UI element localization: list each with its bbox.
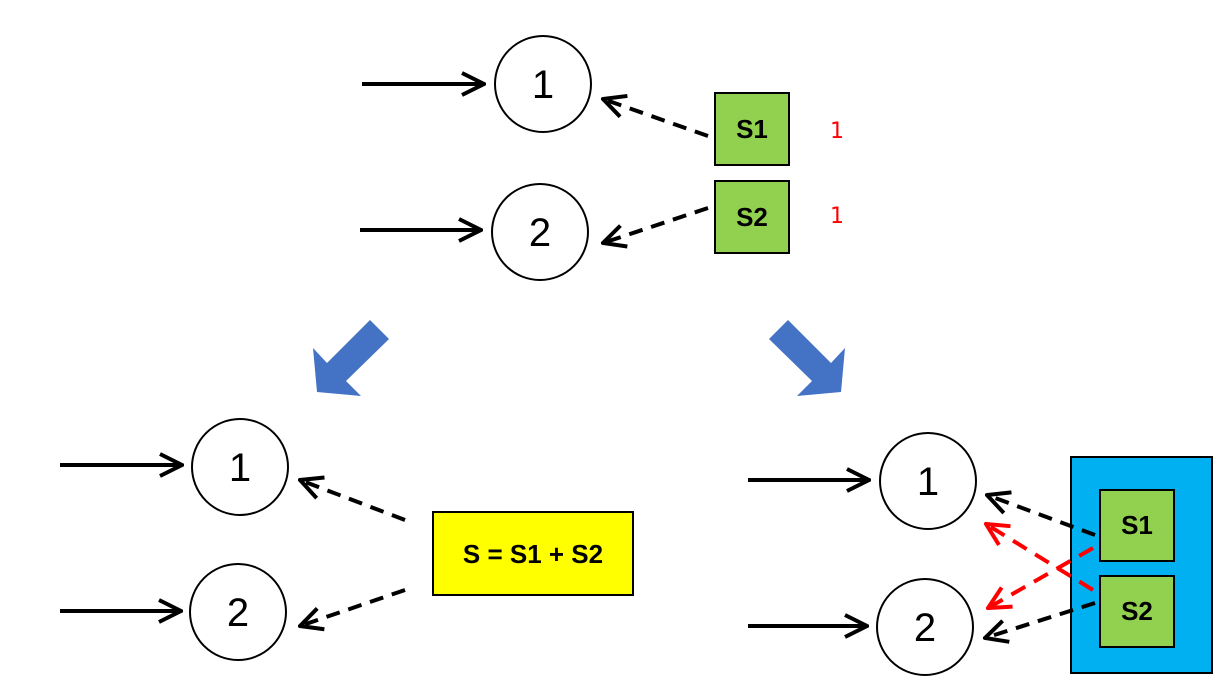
combined-link-node-1 — [300, 480, 406, 522]
node-2-right — [876, 578, 974, 676]
combined-link-node-2 — [300, 588, 406, 626]
node-1-top — [494, 35, 592, 133]
source-s2-box-top — [714, 180, 790, 254]
node-1-right-label: 1 — [917, 460, 939, 504]
source-s1-box-top — [714, 92, 790, 166]
s2-count: 1 — [830, 204, 844, 229]
bottom-left-group: 1 2 S = S1 + S2 — [60, 418, 634, 661]
node-2-top-label: 2 — [529, 211, 551, 255]
bottom-right-group: 1 2 S1 S2 — [748, 432, 1213, 676]
source-s2-link-top — [603, 206, 709, 243]
node-1-left-label: 1 — [229, 446, 251, 490]
combined-source-box — [432, 511, 634, 596]
flow-arrow-right — [769, 320, 845, 396]
source-s1-box-right — [1099, 489, 1175, 562]
node-1-right — [879, 432, 977, 530]
node-2-top — [491, 183, 589, 281]
node-2-left-label: 2 — [227, 591, 249, 635]
s2-link-node-2 — [985, 601, 1096, 638]
s1-cross-link-node-2 — [988, 546, 1094, 608]
source-s2-box-right — [1099, 575, 1175, 648]
node-1-left — [191, 418, 289, 516]
node-1-top-label: 1 — [532, 63, 554, 107]
s1-link-node-1 — [987, 495, 1096, 537]
s1-count: 1 — [830, 119, 844, 144]
source-s1-label-top: S1 — [736, 114, 768, 144]
source-s1-label-right: S1 — [1121, 510, 1153, 540]
source-s2-label-top: S2 — [736, 202, 768, 232]
flow-arrow-left — [313, 320, 389, 396]
source-s1-link-top — [603, 99, 709, 138]
node-2-left — [189, 563, 287, 661]
s2-cross-link-node-1 — [986, 524, 1095, 592]
top-group: 1 2 S1 S2 1 1 — [360, 35, 844, 281]
node-2-right-label: 2 — [914, 606, 936, 650]
source-s2-label-right: S2 — [1121, 596, 1153, 626]
combined-source-label: S = S1 + S2 — [463, 539, 603, 569]
